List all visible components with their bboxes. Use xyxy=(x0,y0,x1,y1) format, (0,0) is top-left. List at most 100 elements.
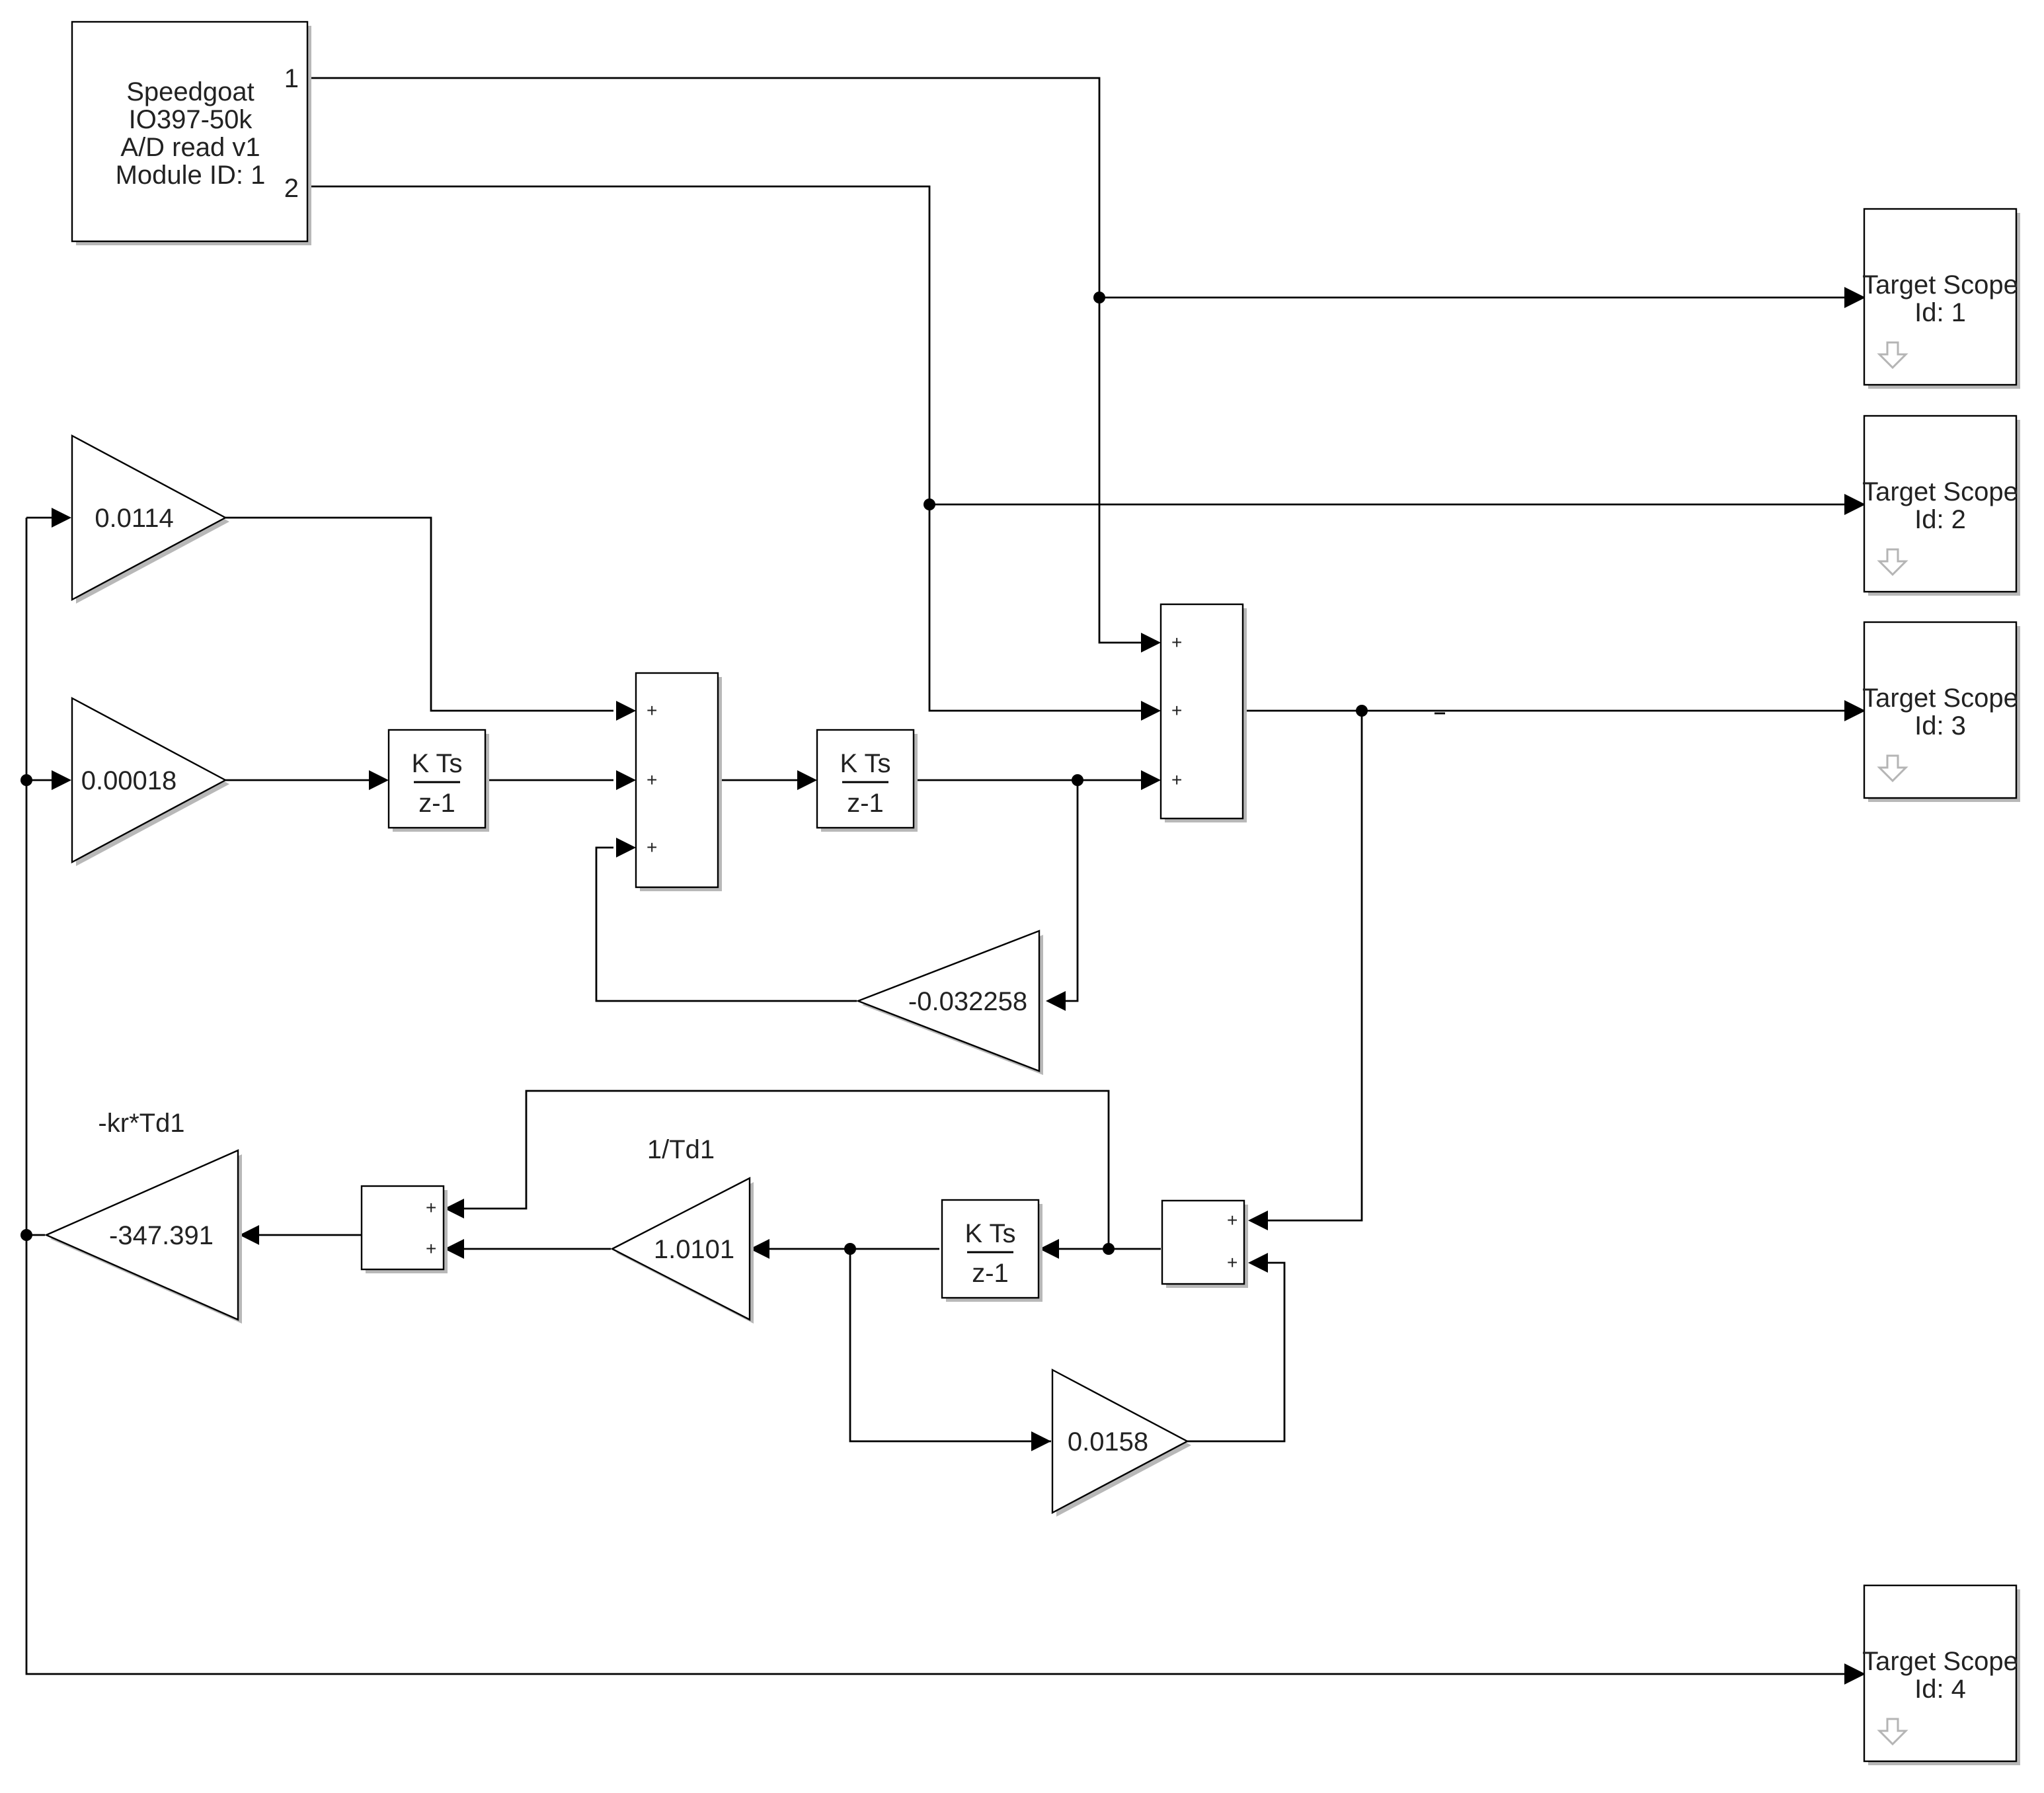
target-scope-1[interactable]: Target Scope Id: 1 xyxy=(1862,208,2020,389)
arrow-g4-in xyxy=(239,1225,259,1245)
gain-block-neg-0.032258[interactable]: -0.032258 xyxy=(855,930,1043,1075)
gain-value: -347.391 xyxy=(109,1221,214,1250)
wire-g1-to-sumA[interactable] xyxy=(225,516,613,712)
wire-adc2-to-sumB[interactable] xyxy=(311,185,1150,712)
gain-value: 0.0158 xyxy=(1068,1427,1148,1456)
scope-title: Target Scope xyxy=(1862,684,2018,713)
sum-sign: + xyxy=(1171,632,1182,653)
arrow-g6-in xyxy=(1031,1431,1051,1451)
sum-sign: + xyxy=(426,1238,436,1259)
sum-block-b[interactable]: + + + xyxy=(1160,603,1247,822)
sum-sign: + xyxy=(1227,1252,1238,1273)
sum-block-d[interactable]: + + xyxy=(1161,1199,1248,1288)
adc-line-2: IO397-50k xyxy=(129,105,253,134)
wire-feedback-bus[interactable] xyxy=(25,518,1851,1675)
sum-sign: + xyxy=(647,770,657,790)
target-scope-3[interactable]: Target Scope Id: 3 xyxy=(1862,621,2020,802)
discrete-integrator-1[interactable]: K Ts z-1 xyxy=(387,729,489,832)
scope-id: Id: 1 xyxy=(1914,298,1966,327)
arrow-sumA-in3 xyxy=(616,838,636,857)
arrow-sumD-in1 xyxy=(1248,1211,1268,1230)
gain-label-1-td1: 1/Td1 xyxy=(647,1135,715,1164)
wire-int3-to-g6[interactable] xyxy=(849,1249,1051,1443)
adc-line-1: Speedgoat xyxy=(126,77,255,106)
sum-sign: + xyxy=(1227,1210,1238,1230)
scope-title: Target Scope xyxy=(1862,477,2018,506)
arrow-g3-in xyxy=(1046,991,1066,1011)
wire-g6-to-sumD[interactable] xyxy=(1187,1261,1286,1443)
gain-block-0.00018[interactable]: 0.00018 xyxy=(71,696,229,866)
signal-lines xyxy=(25,77,1851,1675)
gain-value: 0.0114 xyxy=(95,504,173,533)
gain-label-kr-td1: -kr*Td1 xyxy=(98,1109,184,1138)
integrator-denominator: z-1 xyxy=(972,1259,1009,1288)
arrow-scope4-in xyxy=(1844,1663,1866,1685)
speedgoat-adc-block[interactable]: Speedgoat IO397-50k A/D read v1 Module I… xyxy=(71,20,311,245)
arrow-sumC-in1 xyxy=(444,1199,464,1218)
arrow-int1-in xyxy=(369,770,389,790)
integrator-denominator: z-1 xyxy=(847,789,884,818)
sum-sign: + xyxy=(1171,700,1182,721)
arrow-sumC-in2 xyxy=(444,1239,464,1259)
adc-line-4: Module ID: 1 xyxy=(116,161,266,190)
wire-int3in-to-sumC[interactable] xyxy=(453,1090,1110,1249)
sum-sign: + xyxy=(1171,770,1182,790)
gain-value: 1.0101 xyxy=(654,1235,734,1264)
scope-trigger-arrow-icon xyxy=(1877,341,1908,370)
sum-sign: + xyxy=(647,700,657,721)
sum-sign: + xyxy=(647,837,657,857)
branch-dot xyxy=(20,1229,32,1241)
scope-id: Id: 4 xyxy=(1914,1675,1966,1704)
arrow-sumB-in3 xyxy=(1141,770,1161,790)
arrow-scope2-in xyxy=(1844,494,1866,515)
gain-block-1.0101[interactable]: 1/Td1 1.0101 xyxy=(610,1135,754,1324)
target-scope-4[interactable]: Target Scope Id: 4 xyxy=(1862,1584,2020,1765)
arrow-sumD-in2 xyxy=(1248,1253,1268,1273)
wire-sumB-to-sumD[interactable] xyxy=(1261,711,1363,1222)
scope-trigger-arrow-icon xyxy=(1877,754,1908,783)
scope-trigger-arrow-icon xyxy=(1877,548,1908,577)
arrow-g1-in xyxy=(52,508,71,528)
gain-block-0.0114[interactable]: 0.0114 xyxy=(71,434,229,604)
arrow-sumB-in1 xyxy=(1141,633,1161,653)
arrow-sumB-in2 xyxy=(1141,701,1161,721)
wire-adc1-to-sumB[interactable] xyxy=(311,77,1150,644)
discrete-integrator-3[interactable]: K Ts z-1 xyxy=(941,1199,1042,1302)
arrow-sumA-in1 xyxy=(616,701,636,721)
arrow-int3-in xyxy=(1039,1239,1059,1259)
branch-dot xyxy=(1072,774,1083,786)
sum-block-a[interactable]: + + + xyxy=(635,672,722,891)
scope-id: Id: 3 xyxy=(1914,711,1966,740)
gain-block-0.0158[interactable]: 0.0158 xyxy=(1051,1369,1191,1517)
arrow-g2-in xyxy=(52,770,71,790)
adc-port-2-label: 2 xyxy=(284,174,299,203)
branch-dot xyxy=(924,498,935,510)
arrow-scope1-in xyxy=(1844,287,1866,308)
target-scope-2[interactable]: Target Scope Id: 2 xyxy=(1862,415,2020,596)
wire-g3-to-sumA[interactable] xyxy=(595,846,857,1002)
branch-dot xyxy=(20,774,32,786)
integrator-numerator: K Ts xyxy=(840,749,890,778)
scope-title: Target Scope xyxy=(1862,1647,2018,1676)
sum-block-c[interactable]: + + xyxy=(360,1185,448,1273)
wire-int2-to-g3[interactable] xyxy=(1052,780,1079,1002)
discrete-integrator-2[interactable]: K Ts z-1 xyxy=(816,729,918,832)
arrow-scope3-in xyxy=(1844,700,1866,721)
gain-value: 0.00018 xyxy=(81,766,177,795)
adc-line-3: A/D read v1 xyxy=(120,133,260,162)
branch-dot xyxy=(844,1243,856,1255)
sum-sign: + xyxy=(426,1197,436,1218)
integrator-numerator: K Ts xyxy=(411,749,462,778)
scope-title: Target Scope xyxy=(1862,270,2018,299)
scope-trigger-arrow-icon xyxy=(1877,1718,1908,1746)
branch-dot xyxy=(1103,1243,1115,1255)
gain-value: -0.032258 xyxy=(908,987,1027,1016)
gain-block-neg-347.391[interactable]: -kr*Td1 -347.391 xyxy=(44,1109,242,1324)
integrator-numerator: K Ts xyxy=(964,1219,1015,1248)
arrow-g5-in xyxy=(750,1239,769,1259)
branch-dot xyxy=(1093,292,1105,303)
branch-points xyxy=(20,292,1368,1255)
arrow-int2-in xyxy=(797,770,817,790)
branch-dot xyxy=(1356,705,1368,717)
